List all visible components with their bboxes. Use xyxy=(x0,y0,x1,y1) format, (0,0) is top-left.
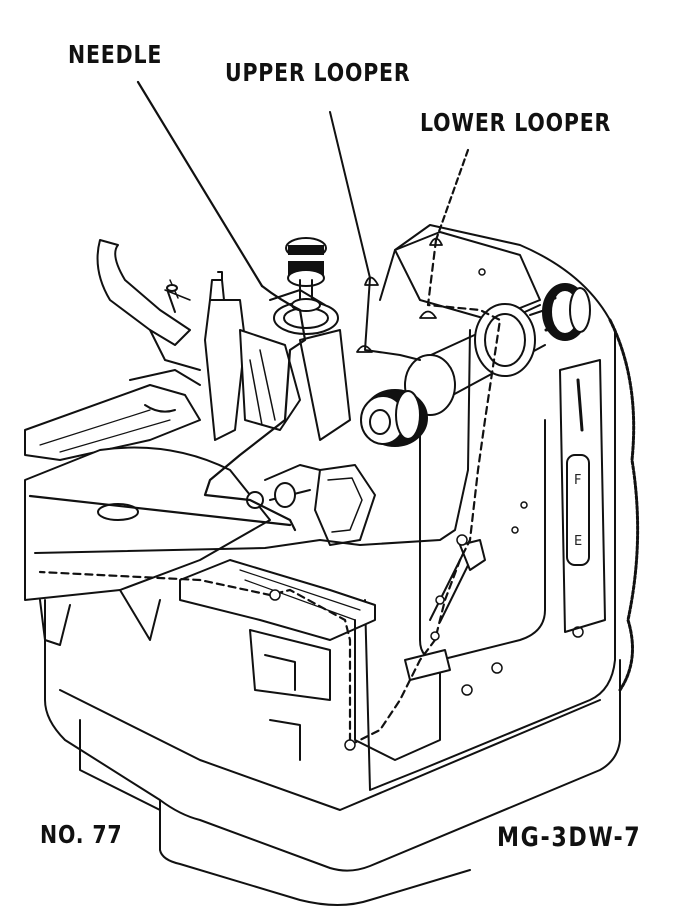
upper-looper-leader-line xyxy=(329,111,371,279)
base-lip xyxy=(59,689,601,811)
base-lower-edge xyxy=(159,799,471,906)
lower-thread-clips xyxy=(269,534,468,751)
needle-label: NEEDLE xyxy=(68,40,163,69)
housing-slot-panel xyxy=(559,359,606,633)
lower-looper-leader-line xyxy=(434,148,470,242)
chain-finger xyxy=(24,369,201,461)
upper-looper-thread-path xyxy=(34,277,471,554)
dial-window xyxy=(566,454,590,566)
front-cover xyxy=(354,539,486,761)
base-side-panel xyxy=(79,719,161,811)
housing-top-face xyxy=(394,231,541,321)
upper-looper-label: UPPER LOOPER xyxy=(225,58,411,87)
dial-mark-f: F xyxy=(574,473,582,488)
center-tension-spool xyxy=(273,237,339,335)
right-tension-shaft xyxy=(404,283,591,416)
housing-front-panel xyxy=(419,419,546,661)
model-number-label: MG-3DW-7 xyxy=(497,822,642,853)
lower-looper-thread-path xyxy=(38,238,502,747)
housing-shadow-edge xyxy=(608,318,640,692)
needle-leader-line xyxy=(136,80,264,288)
presser-lever xyxy=(96,239,201,371)
looper-mechanism xyxy=(246,464,376,546)
needle-thread-path xyxy=(28,284,307,532)
left-tension-spool xyxy=(360,389,428,447)
dial-mark-e: E xyxy=(574,534,583,549)
lower-looper-label: LOWER LOOPER xyxy=(420,108,612,137)
figure-number-label: NO. 77 xyxy=(40,820,123,849)
